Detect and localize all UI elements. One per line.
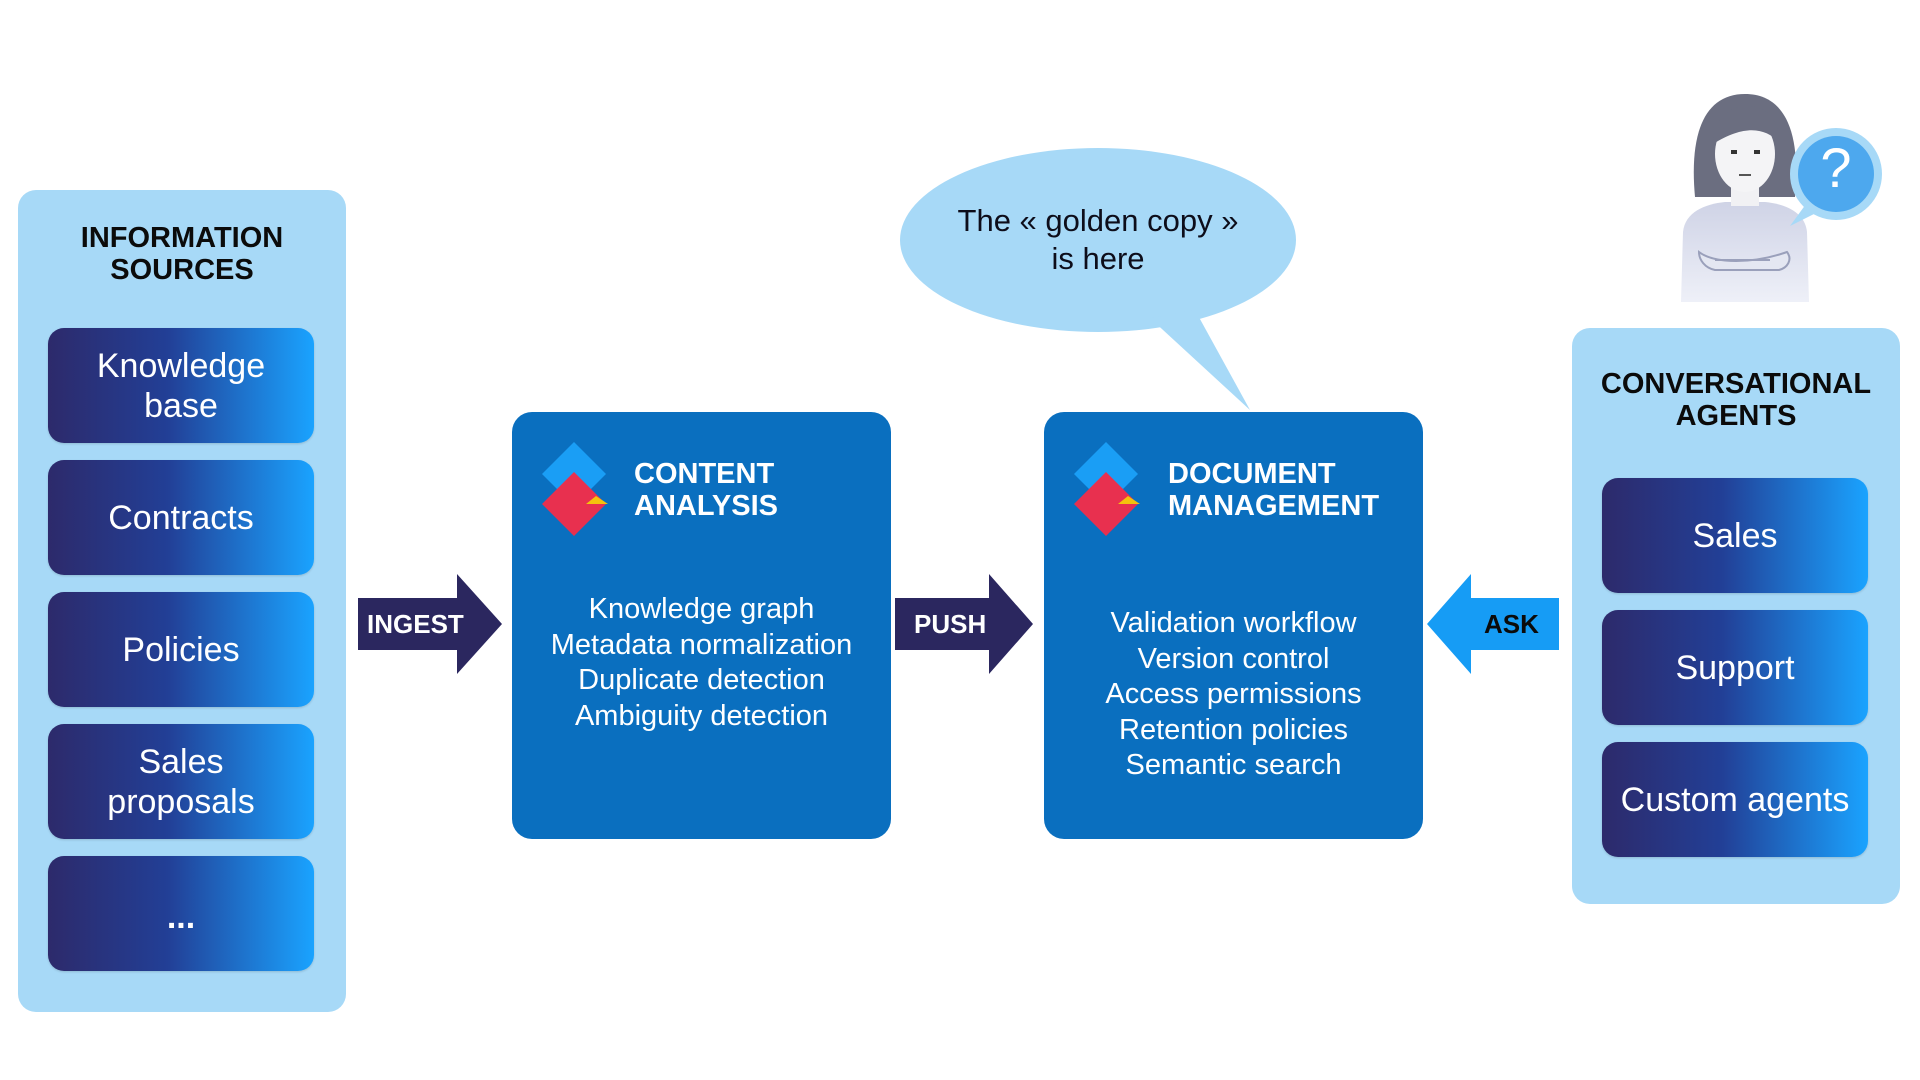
feature-semantic-search: Semantic search [1125,749,1342,781]
feature-knowledge-graph: Knowledge graph [588,593,815,625]
agent-item-custom-agents: Custom agents [1602,742,1868,857]
source-item-sales-proposals: Sales proposals [48,724,314,839]
ask-label: ASK [1484,609,1539,639]
content-analysis-box: CONTENT ANALYSIS Knowledge graph Metadat… [512,412,891,839]
push-arrow [895,574,1033,674]
golden-copy-text: The « golden copy » is here [900,202,1296,278]
golden-copy-line-1: The « golden copy » [957,203,1239,238]
document-management-title: DOCUMENT MANAGEMENT [1168,458,1380,522]
source-item-policies: Policies [48,592,314,707]
feature-retention-policies: Retention policies [1119,713,1348,746]
feature-access-permissions: Access permissions [1105,678,1362,710]
question-bubble-icon [1790,128,1882,226]
feature-version-control: Version control [1137,642,1330,675]
document-management-features: Validation workflow Version control Acce… [1044,606,1423,784]
agent-item-support: Support [1602,610,1868,725]
logo-icon [1074,442,1140,536]
document-management-box: DOCUMENT MANAGEMENT Validation workflow … [1044,412,1423,839]
golden-copy-line-2: is here [1051,241,1145,276]
ingest-label: INGEST [367,609,464,639]
ask-arrow [1427,574,1559,674]
information-sources-title: INFORMATION SOURCES [80,222,284,286]
speech-bubble [900,148,1296,410]
agent-item-sales: Sales [1602,478,1868,593]
feature-validation-workflow: Validation workflow [1110,607,1357,639]
feature-ambiguity-detection: Ambiguity detection [574,699,829,732]
source-item-more: ... [48,856,314,971]
content-analysis-title: CONTENT ANALYSIS [634,458,778,522]
source-item-contracts: Contracts [48,460,314,575]
logo-icon [542,442,608,536]
question-mark-icon: ? [1820,136,1852,199]
source-item-knowledge-base: Knowledge base [48,328,314,443]
ingest-arrow [358,574,502,674]
conversational-agents-title: CONVERSATIONAL AGENTS [1600,368,1872,432]
feature-metadata-normalization: Metadata normalization [550,628,853,661]
feature-duplicate-detection: Duplicate detection [578,664,825,696]
content-analysis-features: Knowledge graph Metadata normalization D… [512,592,891,734]
push-label: PUSH [914,609,987,639]
user-avatar-icon [1681,94,1809,302]
